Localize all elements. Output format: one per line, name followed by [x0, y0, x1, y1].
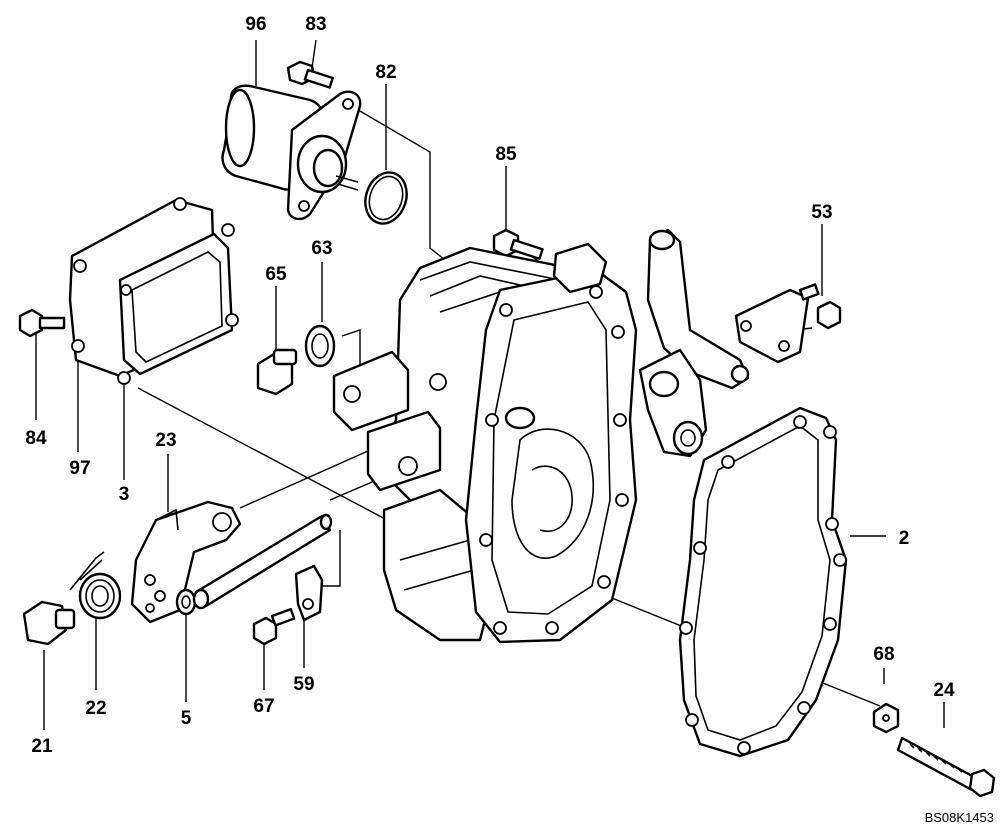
- part-53-lever: [638, 228, 842, 458]
- part-21-plug: [22, 600, 76, 646]
- callout-63: 63: [311, 238, 332, 259]
- shaft: [192, 513, 333, 610]
- callout-82: 82: [375, 62, 396, 83]
- callout-67: 67: [253, 696, 274, 717]
- callout-97: 97: [69, 458, 90, 479]
- callout-24: 24: [933, 680, 955, 701]
- part-85-bolt: [492, 228, 544, 260]
- part-22-spring: [69, 551, 122, 620]
- callout-84: 84: [25, 428, 47, 449]
- callout-65: 65: [265, 264, 287, 285]
- part-97-cover-gasket: [68, 197, 239, 385]
- callout-5: 5: [181, 708, 192, 729]
- callout-23: 23: [155, 430, 176, 451]
- part-23-bracket: [130, 500, 242, 624]
- part-84-bolt: [18, 308, 66, 338]
- callout-21: 21: [31, 736, 53, 757]
- callout-96: 96: [245, 14, 266, 35]
- part-67-bolt: [252, 607, 296, 646]
- callout-85: 85: [495, 144, 517, 165]
- part-59-clip: [294, 564, 324, 622]
- drawing-code: BS08K1453: [925, 810, 994, 825]
- callout-22: 22: [85, 698, 106, 719]
- part-68-nut: [872, 702, 900, 734]
- part-96-solenoid: [221, 84, 362, 221]
- callout-53: 53: [811, 202, 832, 223]
- part-63-washer: [304, 324, 336, 368]
- part-24-bolt: [896, 736, 996, 798]
- callout-2: 2: [899, 528, 910, 549]
- part-65-plug: [256, 348, 298, 396]
- callout-68: 68: [873, 644, 894, 665]
- main-housing: [332, 242, 638, 644]
- callout-59: 59: [293, 674, 314, 695]
- callout-labels: 96 83 82 85 53 65 63 84 97 3 23 2 22 21 …: [25, 14, 955, 757]
- part-2-gasket: [678, 406, 848, 758]
- part-5-o-ring: [175, 588, 197, 616]
- part-82-o-ring: [364, 171, 408, 225]
- callout-83: 83: [305, 14, 326, 35]
- callout-3: 3: [119, 484, 130, 505]
- part-83-bolt: [286, 60, 334, 89]
